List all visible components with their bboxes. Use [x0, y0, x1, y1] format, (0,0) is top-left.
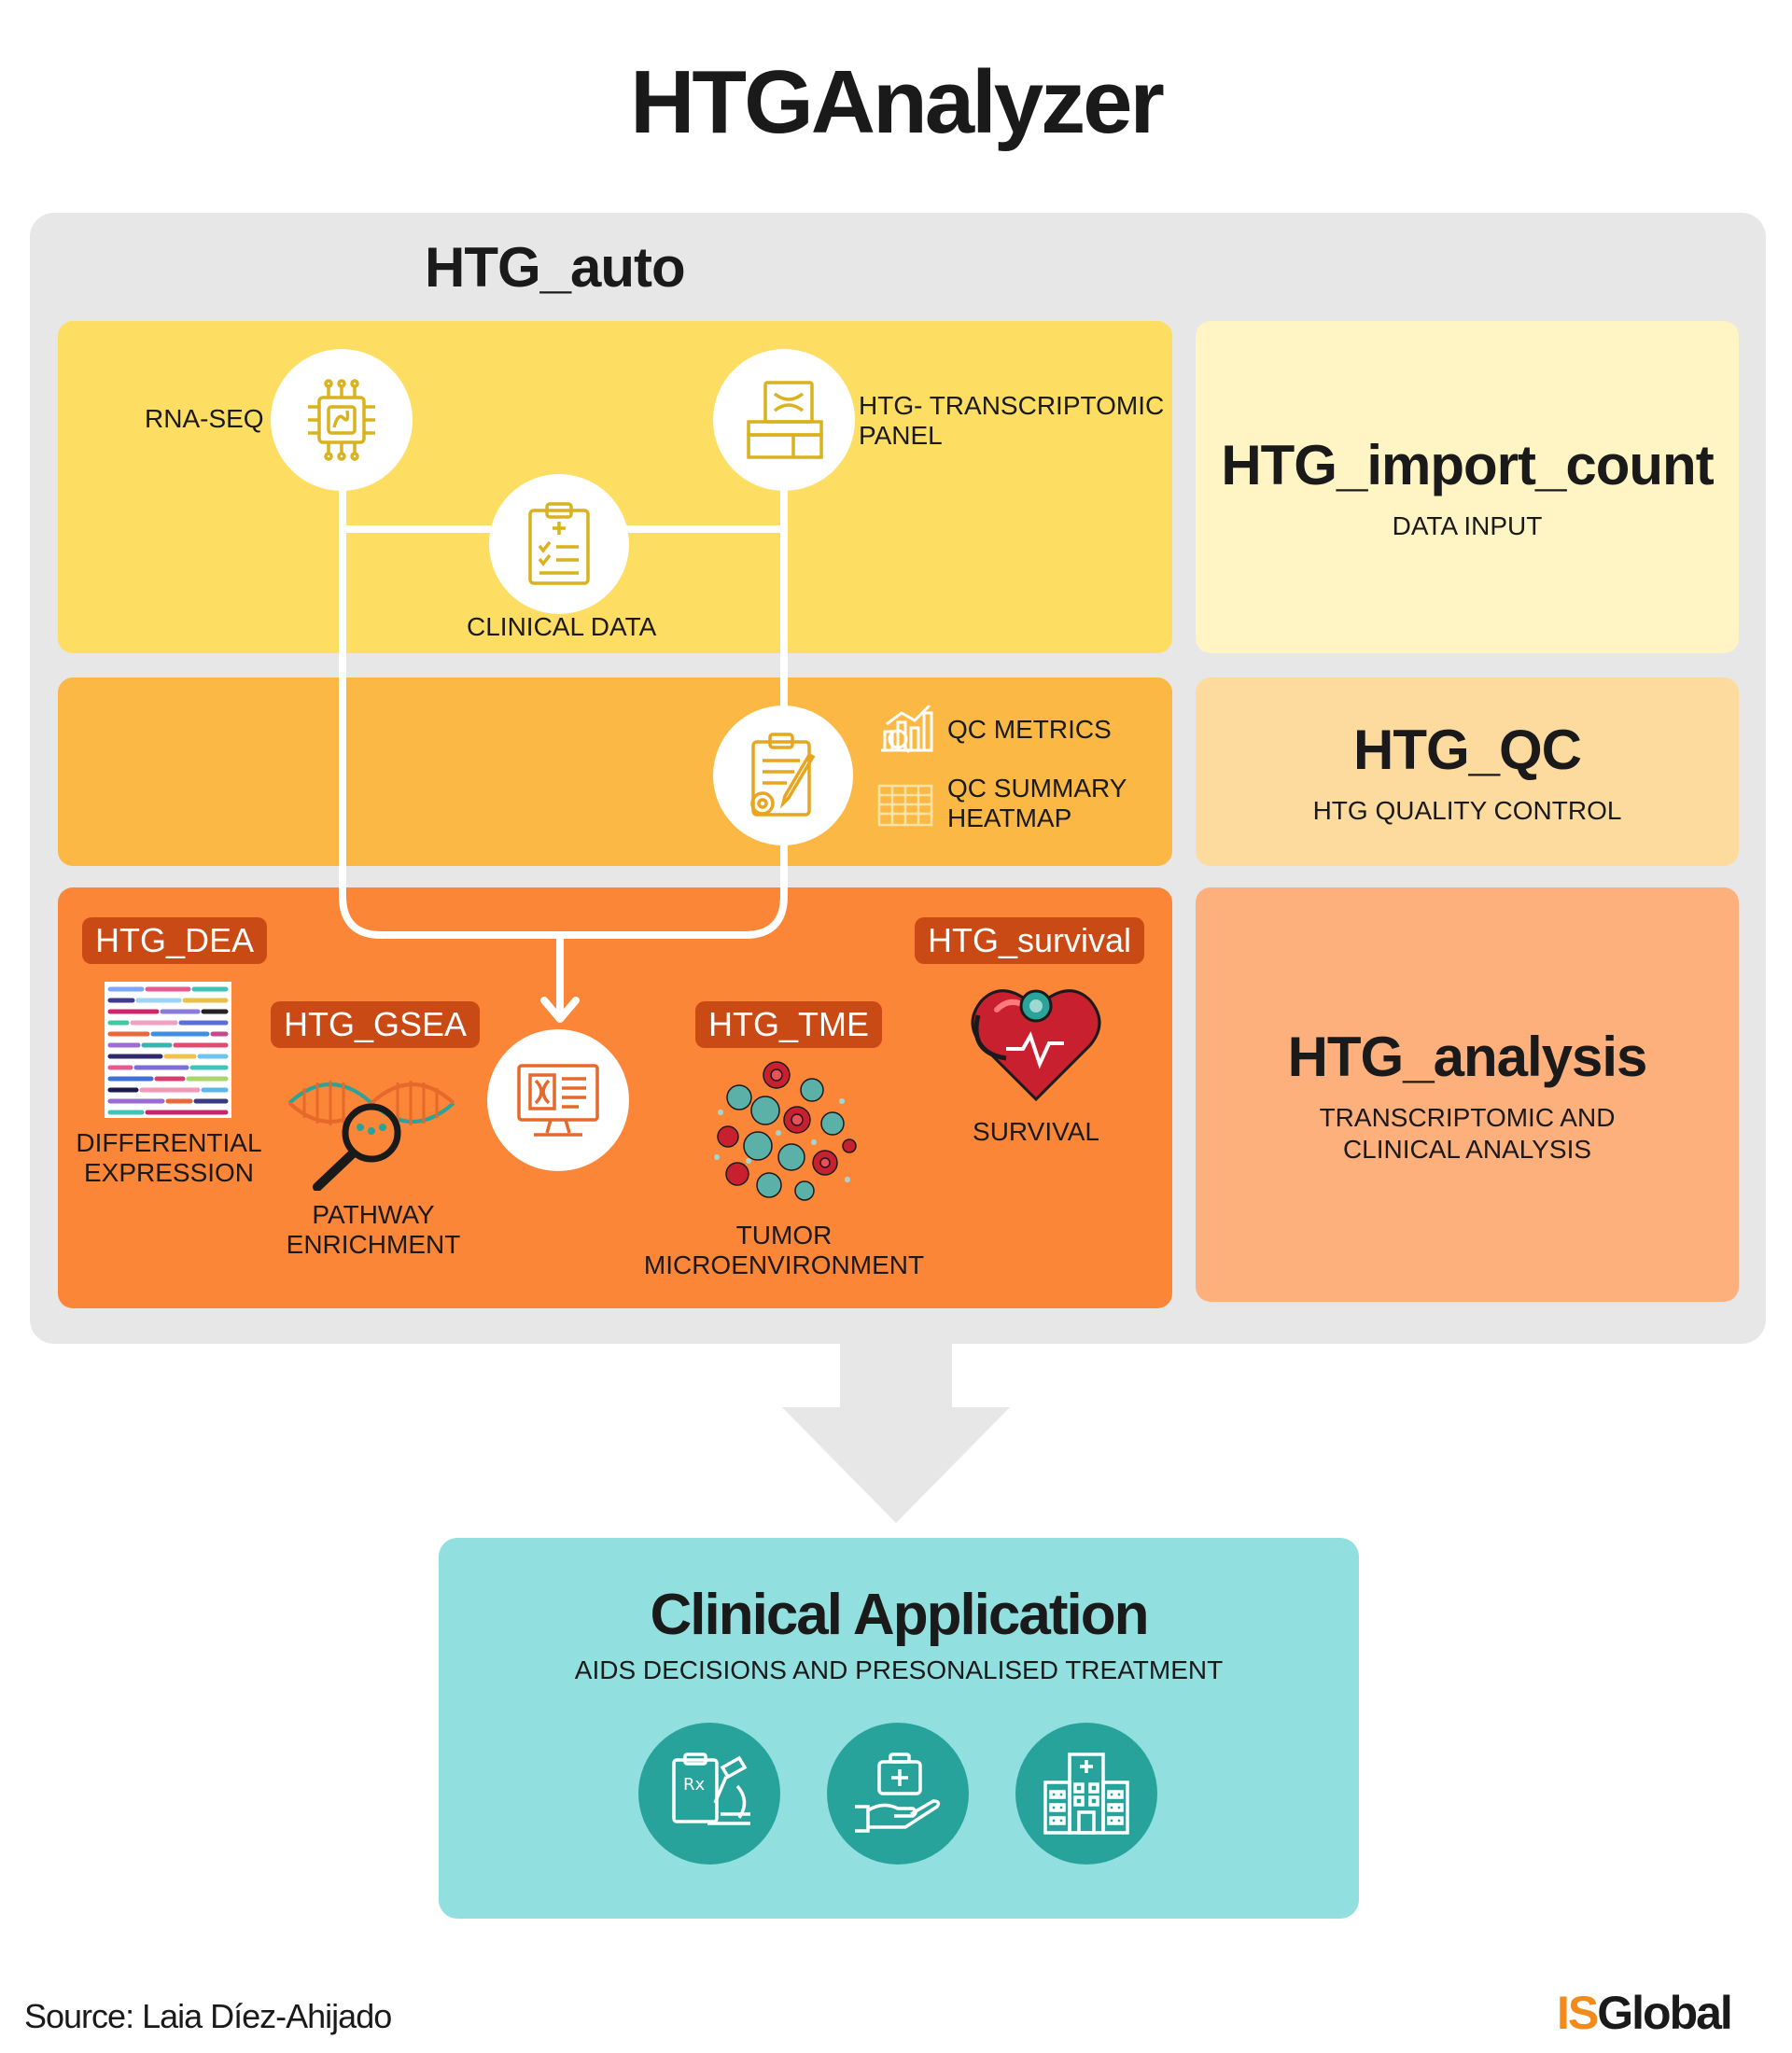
survival-label: SURVIVAL — [973, 1117, 1099, 1146]
tme-label-line1: TUMOR — [735, 1221, 833, 1250]
htg-panel-label-line1: HTG- TRANSCRIPTOMIC — [859, 391, 1165, 420]
svg-text:Rx: Rx — [683, 1775, 706, 1795]
htg-auto-title: HTG_auto — [425, 236, 686, 299]
gsea-label-line1: PATHWAY — [312, 1200, 435, 1229]
differential-expression-label: DIFFERENTIAL EXPRESSION — [73, 1128, 265, 1188]
chart-search-icon — [881, 704, 933, 753]
clinical-data-label: CLINICAL DATA — [467, 612, 657, 641]
gsea-label-line2: ENRICHMENT — [286, 1230, 461, 1260]
pathway-enrichment-label: PATHWAY ENRICHMENT — [261, 1200, 485, 1260]
data-input-panel — [58, 321, 1172, 653]
differential-expression-heatmap — [105, 982, 231, 1118]
clipboard-icon — [528, 502, 590, 585]
clinical-data-circle — [489, 474, 629, 614]
heart-stethoscope-icon — [971, 989, 1101, 1102]
chip-icon — [308, 379, 375, 461]
htg-import-count-box: HTG_import_count DATA INPUT — [1196, 321, 1739, 653]
htg-gsea-tag: HTG_GSEA — [271, 1001, 481, 1048]
down-arrow — [782, 1342, 1010, 1523]
prescription-circle: Rx — [638, 1723, 780, 1864]
heatmap-icon — [877, 784, 933, 827]
tumor-microenvironment-label: TUMOR MICROENVIRONMENT — [635, 1221, 933, 1280]
qc-circle — [713, 705, 853, 845]
clinical-application-title: Clinical Application — [650, 1583, 1150, 1647]
rna-seq-circle — [271, 349, 413, 491]
logo-is: IS — [1557, 1987, 1599, 2039]
qc-clipboard-icon — [750, 733, 816, 817]
hand-medkit-icon — [855, 1753, 941, 1833]
prescription-microscope-icon: Rx — [672, 1753, 750, 1825]
analysis-circle — [487, 1029, 629, 1171]
htg-tme-tag: HTG_TME — [695, 1001, 883, 1048]
htg-import-count-title: HTG_import_count — [1221, 433, 1714, 496]
htg-qc-title: HTG_QC — [1352, 718, 1582, 781]
tme-label-line2: MICROENVIRONMENT — [643, 1250, 925, 1280]
htg-analysis-subtitle-line2: CLINICAL ANALYSIS — [1342, 1134, 1592, 1164]
qc-heatmap-label-line2: HEATMAP — [947, 803, 1072, 833]
qc-metrics-label: QC METRICS — [947, 715, 1112, 744]
logo-global: Global — [1597, 1987, 1733, 2039]
qc-panel — [58, 677, 1172, 866]
qc-heatmap-label: QC SUMMARY HEATMAP — [947, 774, 1127, 833]
htg-panel-label-line2: PANEL — [859, 421, 943, 451]
rna-seq-label: RNA-SEQ — [145, 404, 264, 433]
care-circle — [827, 1723, 969, 1864]
cells-icon — [714, 1061, 857, 1201]
qc-heatmap-label-line1: QC SUMMARY — [947, 774, 1127, 803]
dea-label-line2: EXPRESSION — [83, 1158, 255, 1188]
xray-panel-icon — [747, 381, 823, 459]
dna-magnifier-icon — [287, 1081, 455, 1191]
htg-survival-tag: HTG_survival — [915, 917, 1145, 964]
dea-label-line1: DIFFERENTIAL — [76, 1128, 262, 1157]
source-credit: Source: Laia Díez-Ahijado — [24, 1997, 392, 2035]
htg-qc-subtitle: HTG QUALITY CONTROL — [1312, 795, 1622, 825]
hospital-icon — [1043, 1753, 1129, 1835]
htg-qc-box: HTG_QC HTG QUALITY CONTROL — [1196, 677, 1739, 866]
htg-dea-tag: HTG_DEA — [82, 917, 268, 964]
htg-analysis-subtitle-line1: TRANSCRIPTOMIC AND — [1319, 1102, 1616, 1132]
page-title: HTGAnalyzer — [630, 52, 1165, 152]
computer-icon — [517, 1064, 599, 1137]
clinical-application-subtitle: AIDS DECISIONS AND PRESONALISED TREATMEN… — [574, 1655, 1224, 1684]
htg-analysis-subtitle: TRANSCRIPTOMIC AND CLINICAL ANALYSIS — [1320, 1102, 1616, 1165]
htg-panel-circle — [713, 349, 855, 491]
htg-analysis-box: HTG_analysis TRANSCRIPTOMIC AND CLINICAL… — [1196, 887, 1739, 1302]
htg-import-count-subtitle: DATA INPUT — [1392, 510, 1543, 540]
htg-panel-label: HTG- TRANSCRIPTOMIC PANEL — [859, 391, 1164, 451]
hospital-circle — [1015, 1723, 1157, 1864]
isglobal-logo: ISGlobal — [1557, 1986, 1733, 2040]
htg-analysis-title: HTG_analysis — [1287, 1025, 1648, 1088]
